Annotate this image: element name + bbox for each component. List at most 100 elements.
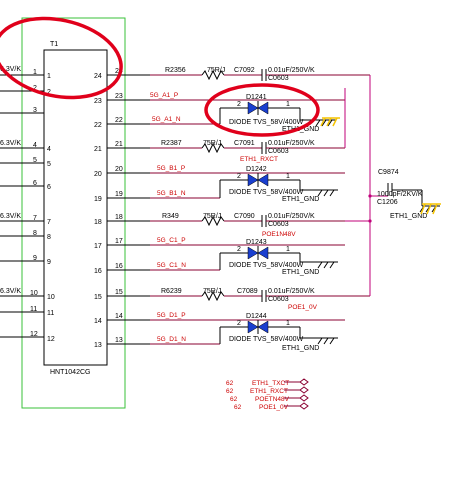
cap-ref-c: C7090 [234,213,255,220]
net-5g-c1-n: 5G_C1_N [157,262,186,269]
cap-right-pkg: C1206 [377,199,398,206]
svg-text:21: 21 [115,141,123,148]
svg-text:7: 7 [33,215,37,222]
transformer-part: HNT1042CG [50,369,90,376]
highlight-ground-b [420,203,441,215]
diode-gnd-d: ETH1_GND [282,345,319,352]
resistor-ref-a: R2356 [165,67,186,74]
svg-text:17: 17 [94,243,102,250]
svg-text:5: 5 [47,161,51,168]
svg-text:2: 2 [237,320,241,327]
svg-text:24: 24 [94,73,102,80]
diode-ref-b: D1242 [246,166,267,173]
svg-text:15: 15 [94,294,102,301]
svg-text:5: 5 [33,157,37,164]
svg-text:6: 6 [47,184,51,191]
offpage-poe1-0v: POE1_0V [259,404,289,411]
svg-text:16: 16 [115,263,123,270]
svg-text:7: 7 [47,219,51,226]
left-pin-3: 3 [0,107,44,114]
diode-desc-c: DIODE TVS_58V/400W [229,262,304,269]
right-pin-16: 16 16 [94,263,150,275]
net-5g-b1-p: 5G_B1_P [157,165,185,172]
svg-text:22: 22 [115,117,123,124]
svg-text:2: 2 [237,246,241,253]
diode-desc-b: DIODE TVS_58V/400W [229,189,304,196]
svg-text:14: 14 [94,318,102,325]
channel-d: R6239 75R/J C7089 0.01uF/250V/K C0603 PO… [150,288,370,352]
offpage-eth1-rxct: ETH1_RXCT [250,388,288,395]
left-label-3: 6.3V/K [0,213,21,220]
cap-pkg-d: C0603 [268,296,289,303]
right-pin-14: 14 14 [94,313,150,325]
diode-gnd-b: ETH1_GND [282,196,319,203]
right-pin-15: 15 15 [94,289,150,301]
left-pin-6: 6 6 [0,180,51,191]
svg-text:20: 20 [94,171,102,178]
highlight-ground-a [320,117,340,127]
diode-gnd-c: ETH1_GND [282,269,319,276]
svg-text:11: 11 [47,310,54,317]
diode-ref-a: D1241 [246,94,267,101]
channel-b: R2387 75R/J C7091 0.01uF/250V/K C0603 ET… [150,140,345,203]
net-5g-d1-p: 5G_D1_P [157,312,186,319]
svg-text:1: 1 [47,73,51,80]
svg-text:4: 4 [33,142,37,149]
channel-a: R2356 75R/J C7092 0.01uF/250V/K C0603 5G… [150,67,370,133]
resistor-ref-c: R349 [162,213,179,220]
svg-text:1: 1 [286,320,290,327]
svg-text:62: 62 [226,380,234,387]
diode-ref-c: D1243 [246,239,267,246]
cap-ref-b: C7091 [234,140,255,147]
offpage-poetn48v: POETN48V [255,396,290,403]
cap-net-rxct: ETH1_RXCT [240,156,278,163]
right-pin-17: 17 17 [94,238,150,250]
diode-ref-d: D1244 [246,313,267,320]
net-5g-b1-n: 5G_B1_N [157,190,186,197]
left-pin-7: 7 7 [0,215,51,226]
cap-ref-a: C7092 [234,67,255,74]
right-pin-18: 18 18 [94,214,150,226]
left-pin-4: 4 4 [0,142,51,153]
right-pin-23: 23 23 [94,93,150,105]
right-pin-21: 21 21 [94,141,150,153]
cap-value-a: 0.01uF/250V/K [268,67,315,74]
svg-text:3: 3 [33,107,37,114]
svg-text:10: 10 [30,290,38,297]
resistor-value-c: 75R/J [203,213,221,220]
cap-right-gnd: ETH1_GND [390,213,427,220]
annotation-circle-pins [0,16,123,100]
cap-ref-d: C7089 [237,288,258,295]
svg-text:13: 13 [94,342,102,349]
svg-text:17: 17 [115,238,123,245]
resistor-ref-b: R2387 [161,140,182,147]
left-pin-8: 8 8 [0,230,51,241]
left-pin-10: 10 10 [0,290,55,301]
left-pin-11: 11 11 [0,306,54,317]
svg-text:6: 6 [33,180,37,187]
svg-text:8: 8 [47,234,51,241]
left-pin-12: 12 12 [0,331,55,343]
cap-value-b: 0.01uF/250V/K [268,140,315,147]
right-pin-22: 22 22 [94,117,150,129]
channel-c: R349 75R/J C7090 0.01uF/250V/K C0603 POE… [150,213,345,276]
svg-text:22: 22 [94,122,102,129]
resistor-value-a: 75R/J [207,67,225,74]
svg-text:2: 2 [237,101,241,108]
part-outline-box [21,17,126,409]
svg-text:12: 12 [30,331,38,338]
svg-text:10: 10 [47,294,55,301]
net-5g-a1-p: 5G_A1_P [150,92,178,99]
transformer-body [43,49,108,366]
net-5g-c1-p: 5G_C1_P [157,237,186,244]
diode-desc-d: DIODE TVS_58V/400W [229,336,304,343]
cap-net-poe1-0v: POE1_0V [288,304,318,311]
svg-text:15: 15 [115,289,123,296]
svg-text:11: 11 [30,306,37,313]
diode-desc-a: DIODE TVS_58V/400W [229,119,304,126]
svg-text:23: 23 [115,93,123,100]
cap-value-c: 0.01uF/250V/K [268,213,315,220]
cap-pkg-a: C0603 [268,75,289,82]
